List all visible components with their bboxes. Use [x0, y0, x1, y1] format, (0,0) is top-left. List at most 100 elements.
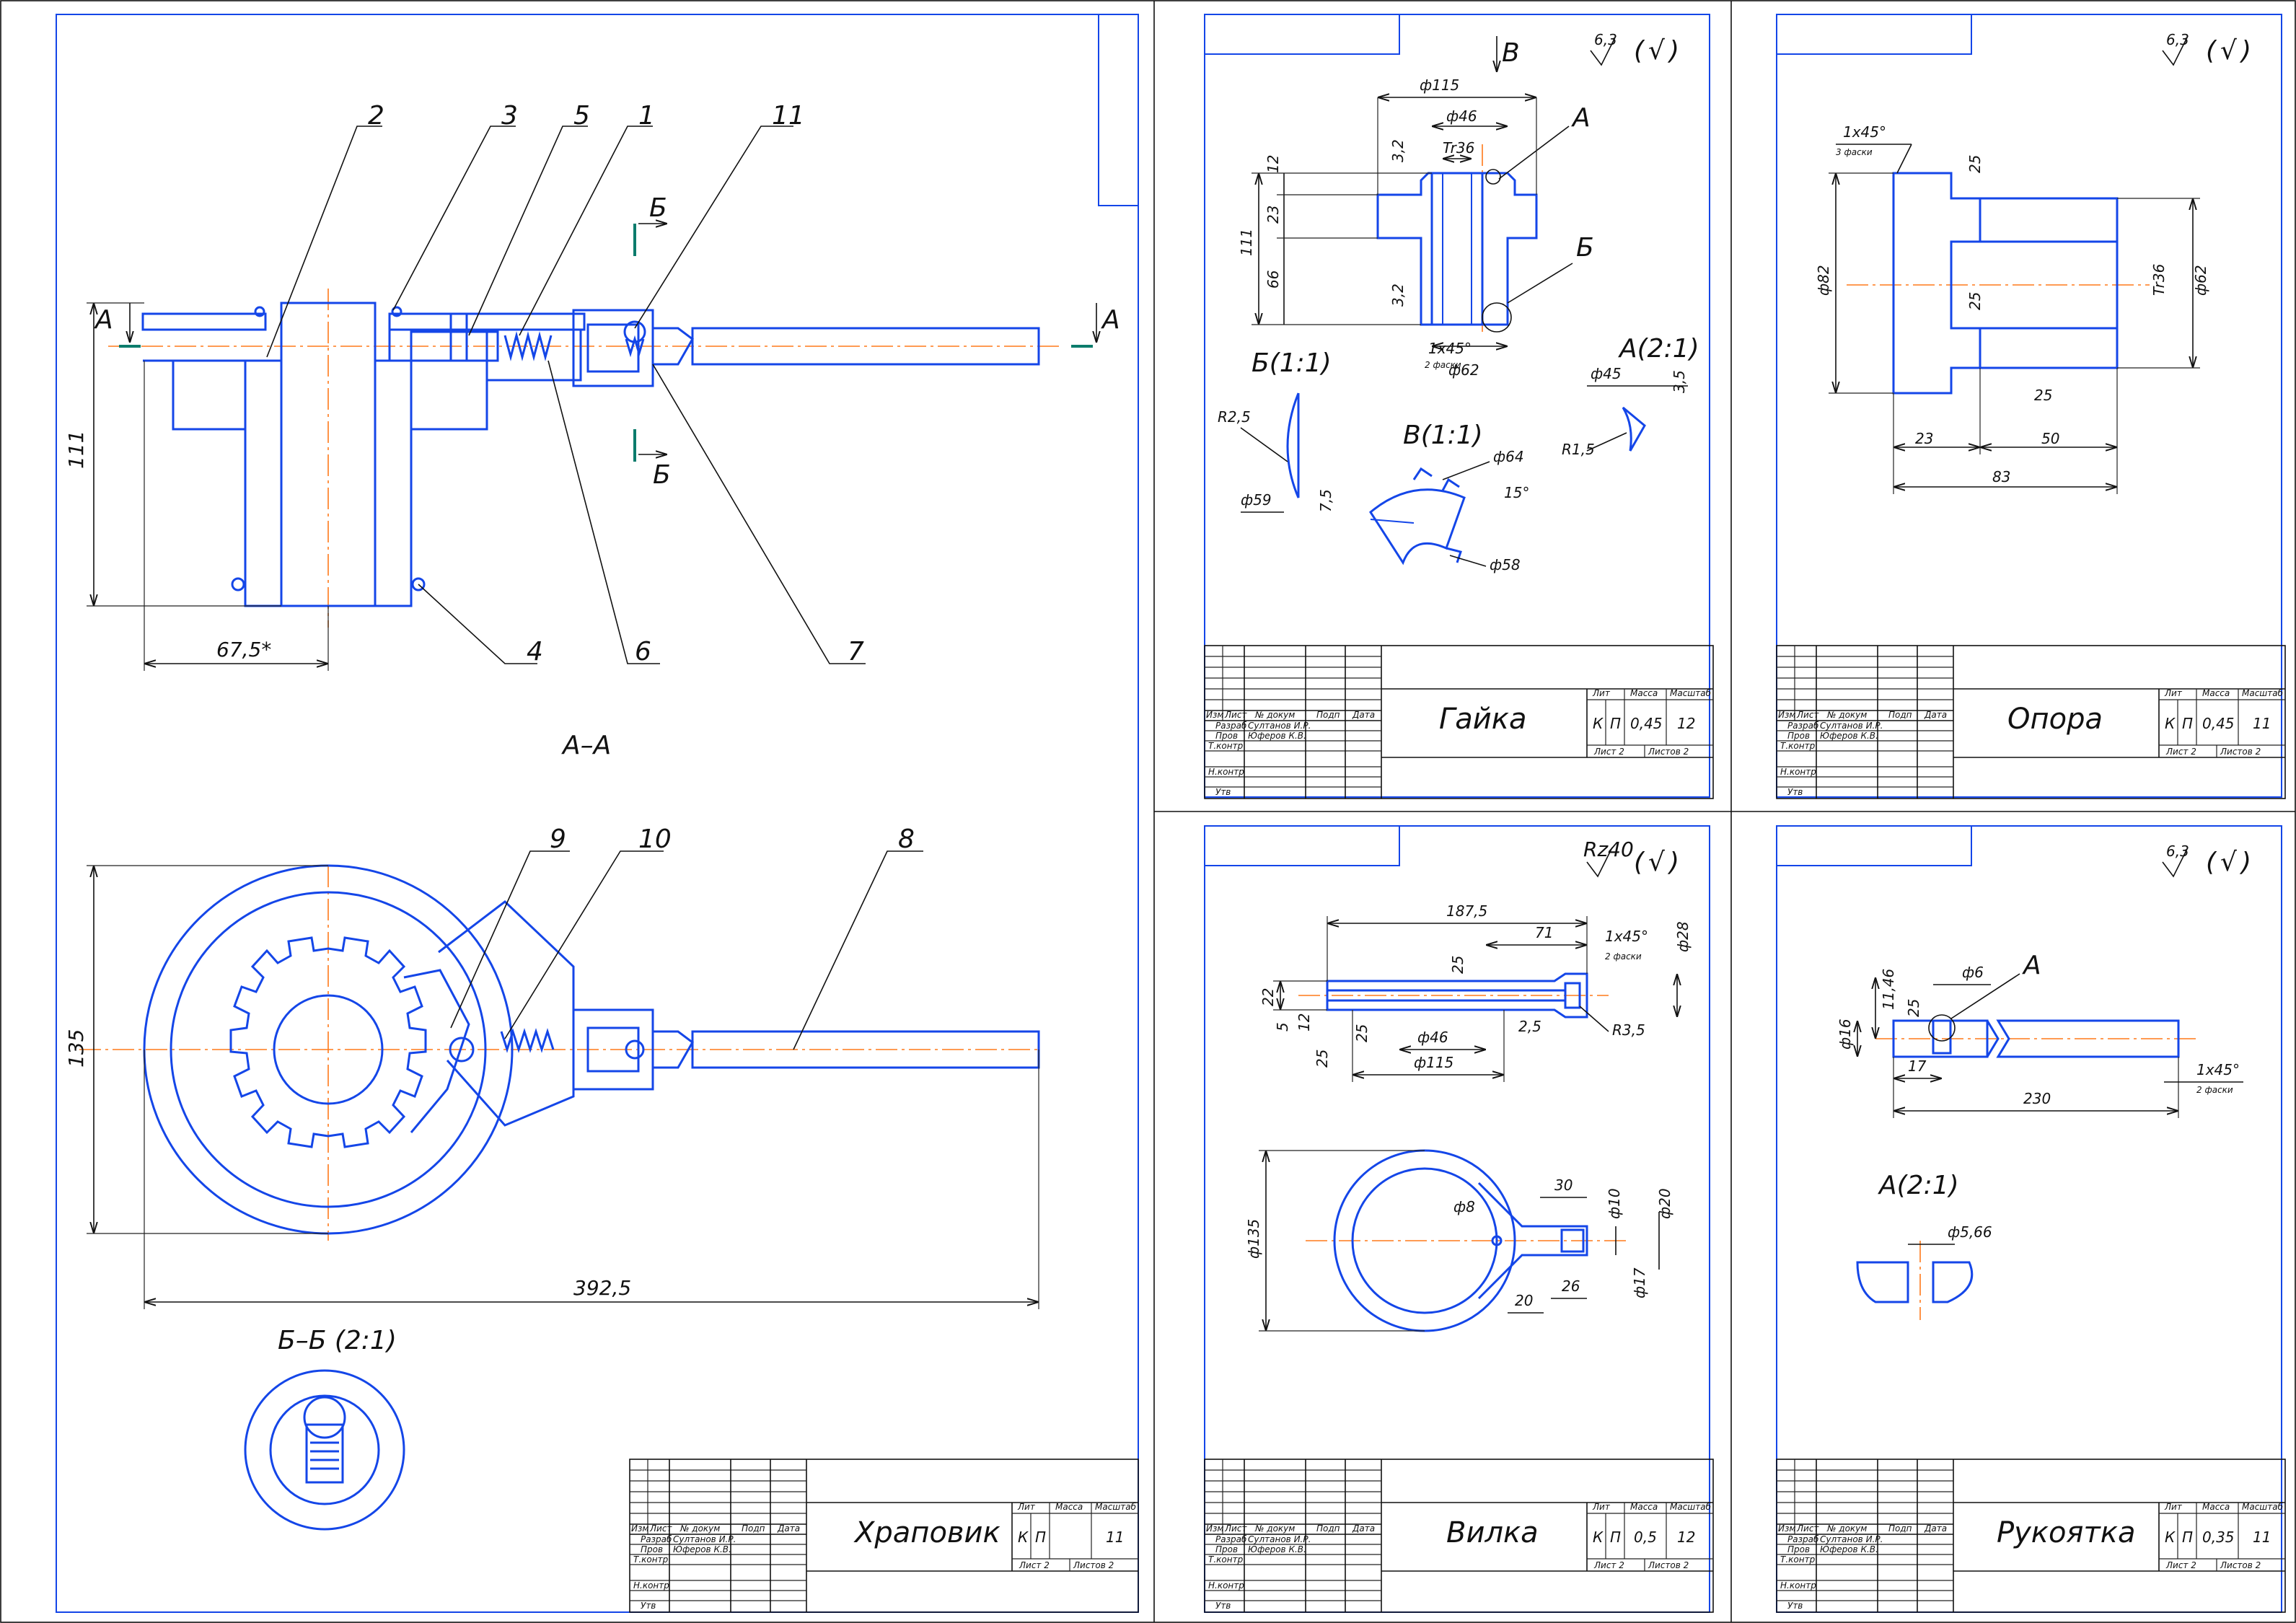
stamp-scale-vilka: 12	[1677, 1529, 1695, 1546]
svg-text:Юферов К.В.: Юферов К.В.	[1820, 1544, 1878, 1554]
svg-text:№ докум: № докум	[1254, 710, 1295, 720]
svg-text:Султанов И.Р.: Султанов И.Р.	[1820, 1534, 1883, 1544]
svg-text:№ докум: № докум	[1254, 1523, 1295, 1534]
stamp-mass-gaika: 0,45	[1630, 715, 1663, 732]
gaika-v75: 7,5	[1317, 489, 1334, 512]
svg-text:Утв: Утв	[1215, 787, 1231, 797]
cut-label-b-bottom: Б	[653, 460, 671, 490]
svg-text:Масштаб: Масштаб	[2242, 688, 2284, 698]
stamp-title-sheet1: Храповик	[853, 1516, 1000, 1549]
svg-text:П: П	[2182, 1529, 2193, 1546]
ruk-r25: 25	[1905, 999, 1922, 1017]
svg-text:П: П	[1610, 1529, 1621, 1546]
gaika-v35: 3,5	[1671, 370, 1688, 393]
stamp-mass-rukoyatka: 0,35	[2202, 1529, 2235, 1546]
svg-text:Разраб: Разраб	[1215, 1534, 1247, 1544]
svg-text:Листов 2: Листов 2	[1073, 1560, 1114, 1570]
svg-text:Юферов К.В.: Юферов К.В.	[1820, 731, 1878, 741]
svg-text:Масса: Масса	[2202, 1502, 2230, 1512]
svg-text:Листов 2: Листов 2	[1648, 747, 1689, 757]
opora-r25c: 25	[2034, 387, 2052, 404]
opora-roughness: 6,3	[2166, 31, 2189, 48]
stamp-scale-rukoyatka: 11	[2253, 1529, 2271, 1546]
balloon-2: 2	[368, 101, 384, 131]
stamp-title-gaika: Гайка	[1439, 703, 1526, 736]
gaika-roughness: 6,3	[1594, 31, 1617, 48]
svg-text:Н.контр: Н.контр	[633, 1580, 669, 1591]
svg-text:Лист: Лист	[1224, 1523, 1247, 1534]
svg-text:Разраб: Разраб	[641, 1534, 672, 1544]
ruk-chamfer: 1х45°	[2196, 1061, 2240, 1078]
vilka-l1875: 187,5	[1446, 902, 1487, 920]
svg-text:Лист: Лист	[649, 1523, 672, 1534]
vilka-d135: ф135	[1245, 1219, 1262, 1259]
svg-text:Лит: Лит	[1592, 1502, 1611, 1512]
svg-text:Т.контр: Т.контр	[1208, 741, 1244, 751]
svg-text:Подп: Подп	[1316, 1523, 1340, 1534]
svg-text:Разраб: Разраб	[1787, 721, 1819, 731]
opora-l83: 83	[1992, 468, 2010, 485]
svg-text:(√): (√)	[2206, 848, 2256, 877]
svg-text:Дата: Дата	[1924, 710, 1947, 720]
svg-text:П: П	[2182, 715, 2193, 732]
svg-text:Разраб: Разраб	[1787, 1534, 1819, 1544]
svg-text:Лит: Лит	[1017, 1502, 1036, 1512]
vilka-h5: 5	[1274, 1022, 1291, 1032]
svg-text:Лист 2: Лист 2	[1019, 1560, 1050, 1570]
gaika-detail-v: В(1:1)	[1403, 421, 1483, 450]
vilka-drawing: Rz40 (√) 187,5 71 1х45° 2 фаски ф28 22 5…	[1245, 837, 1692, 1332]
vilka-d8: ф8	[1453, 1198, 1475, 1215]
svg-text:К: К	[2165, 715, 2176, 732]
gaika-d58: ф58	[1490, 556, 1521, 573]
gaika-d115: ф115	[1420, 76, 1459, 94]
svg-text:Утв: Утв	[641, 1601, 656, 1611]
ruk-l17: 17	[1908, 1057, 1927, 1075]
svg-text:Масштаб: Масштаб	[1670, 1502, 1712, 1512]
svg-text:Разраб: Разраб	[1215, 721, 1247, 731]
svg-text:К: К	[1593, 1529, 1604, 1546]
gaika-label-b: Б	[1576, 233, 1594, 263]
ruk-d6: ф6	[1962, 964, 1984, 981]
opora-chamfer: 1х45°	[1843, 123, 1886, 141]
assembly-labels: 2 3 5 1 11 4 6 7 9 10 8 А А Б Б 111 67,5…	[64, 101, 1120, 854]
opora-chamfer-note: 3 фаски	[1836, 147, 1873, 157]
ruk-l230: 230	[2023, 1090, 2051, 1107]
vilka-d10: ф10	[1606, 1188, 1623, 1219]
svg-text:Листов 2: Листов 2	[1648, 1560, 1689, 1570]
gaika-d46: ф46	[1446, 107, 1477, 125]
gaika-view-b: В	[1502, 38, 1520, 68]
svg-text:П: П	[1035, 1529, 1046, 1546]
svg-text:Масштаб: Масштаб	[1095, 1502, 1137, 1512]
section-bb-label: Б–Б (2:1)	[278, 1326, 397, 1355]
svg-text:Лит: Лит	[2164, 1502, 2183, 1512]
svg-text:Н.контр: Н.контр	[1780, 767, 1816, 777]
opora-l50: 50	[2041, 430, 2059, 447]
svg-text:Подп: Подп	[1316, 710, 1340, 720]
svg-text:Т.контр: Т.контр	[1780, 741, 1816, 751]
svg-text:Дата: Дата	[1352, 710, 1375, 720]
svg-text:К: К	[1593, 715, 1604, 732]
svg-text:Лист 2: Лист 2	[1593, 1560, 1624, 1570]
vilka-d115: ф115	[1414, 1054, 1453, 1071]
svg-text:Султанов И.Р.: Султанов И.Р.	[1820, 721, 1883, 731]
stamp-scale-gaika: 12	[1677, 715, 1695, 732]
svg-text:Лит: Лит	[2164, 688, 2183, 698]
stamp-mass-vilka: 0,5	[1634, 1529, 1657, 1546]
svg-text:Н.контр: Н.контр	[1780, 1580, 1816, 1591]
stamp-gaika: Гайка 0,45 12 К П Лит Масса Масштаб Лист…	[1204, 645, 1714, 799]
opora-d62: ф62	[2192, 265, 2209, 296]
svg-text:Юферов К.В.: Юферов К.В.	[673, 1544, 731, 1554]
stamp-opora: Опора 0,45 11 К П Лит Масса Масштаб Лист…	[1776, 645, 2286, 799]
gaika-d59: ф59	[1241, 491, 1272, 509]
stamp-rukoyatka: Рукоятка 0,35 11 К П Лит Масса Масштаб Л…	[1776, 1459, 2286, 1613]
svg-text:Лист: Лист	[1796, 1523, 1819, 1534]
ruk-roughness: 6,3	[2166, 843, 2189, 860]
balloon-8: 8	[898, 824, 915, 854]
stamp-title-opora: Опора	[2007, 703, 2103, 736]
gaika-r25: R2,5	[1218, 408, 1251, 426]
vilka-r25c: 25	[1314, 1050, 1331, 1068]
gaika-h66: 66	[1264, 270, 1282, 289]
cut-label-a-right: А	[1101, 305, 1120, 335]
cut-label-b-top: Б	[649, 193, 667, 223]
svg-text:Т.контр: Т.контр	[633, 1554, 669, 1565]
